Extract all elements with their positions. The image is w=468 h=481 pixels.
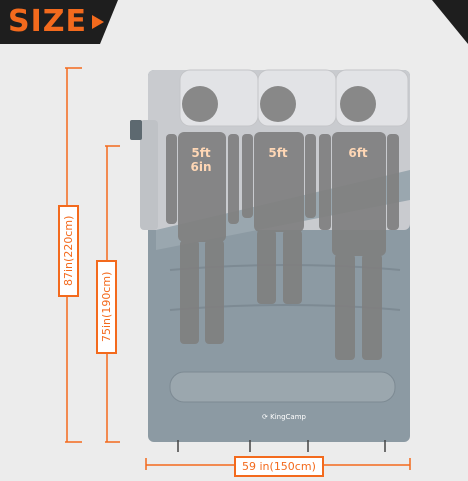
hood-edge	[140, 120, 158, 230]
figure-1-height-inches: 6in	[190, 160, 212, 174]
body-length-label: 75in(190cm)	[96, 260, 117, 354]
banner-background	[0, 0, 118, 44]
figure-2-silhouette	[242, 86, 316, 304]
brand-logo-text: KingCamp	[270, 413, 306, 421]
figure-2-height-feet: 5ft	[268, 146, 288, 160]
width-label: 59 in(150cm)	[234, 456, 324, 477]
figure-1-height-label: 5ft 6in	[184, 146, 218, 174]
figure-2-height-label: 5ft	[262, 146, 294, 160]
figure-3-silhouette	[319, 86, 399, 360]
size-title: SIZE	[8, 4, 88, 39]
corner-decoration	[432, 0, 468, 44]
figure-3-height-label: 6ft	[342, 146, 374, 160]
brand-logo-icon: ⟳	[262, 413, 268, 421]
bag-foot-pad	[169, 371, 396, 403]
banner-arrow-icon	[92, 15, 104, 29]
total-length-label: 87in(220cm)	[58, 205, 79, 297]
figure-1-silhouette	[166, 86, 239, 344]
brand-logo: ⟳ KingCamp	[262, 413, 306, 421]
bottom-cords	[177, 440, 386, 452]
zipper-pull	[130, 120, 142, 140]
size-banner: SIZE	[0, 0, 118, 44]
figure-1-height-feet: 5ft	[191, 146, 211, 160]
figure-3-height-feet: 6ft	[348, 146, 368, 160]
